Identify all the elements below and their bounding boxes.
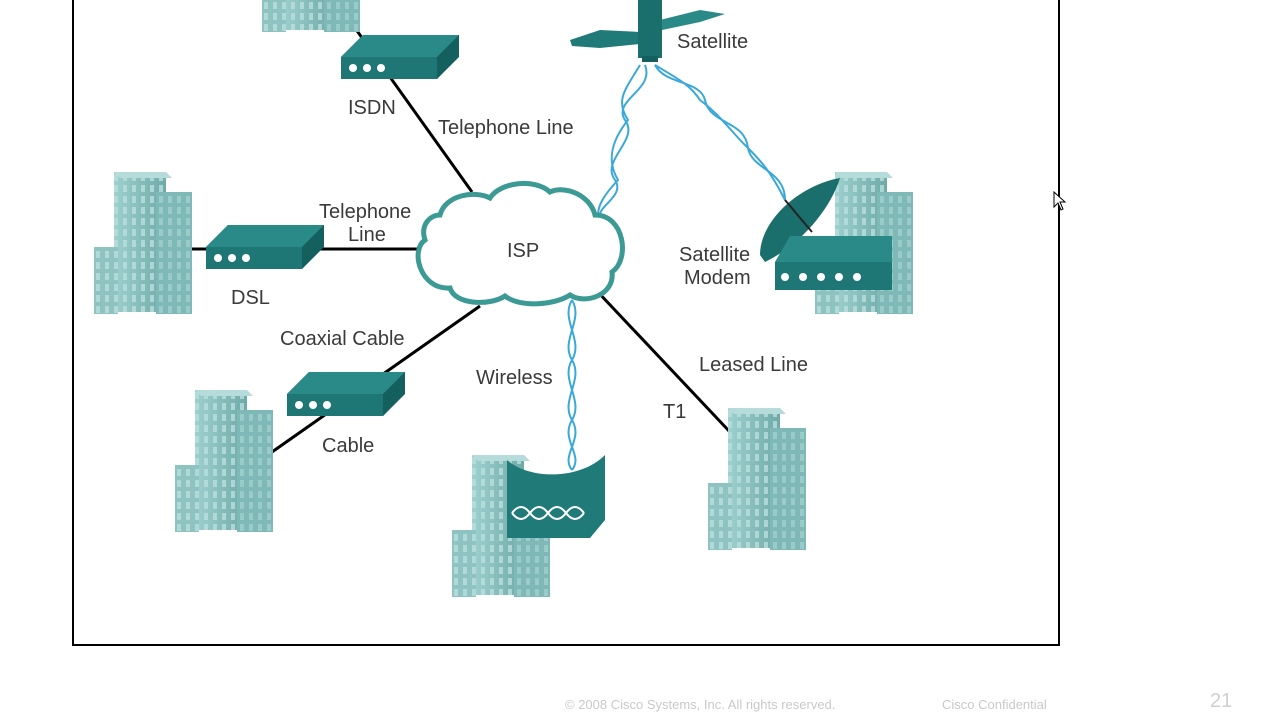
leased-link <box>594 288 732 434</box>
page-number: 21 <box>1210 690 1233 712</box>
satellite-modem-label-1: Satellite <box>679 244 750 266</box>
isdn-modem-icon <box>341 35 459 79</box>
coax-medium-label: Coaxial Cable <box>280 328 405 350</box>
satellite-label: Satellite <box>677 31 748 53</box>
dsl-medium-label-2: Line <box>348 224 386 246</box>
isdn-label: ISDN <box>348 97 396 119</box>
wireless-link-isp-wireless <box>567 299 577 471</box>
wireless-link-satellite-isp <box>597 64 648 216</box>
satellite-modem-icon <box>775 236 892 290</box>
satellite-dish-icon <box>760 178 840 262</box>
isdn-medium-label: Telephone Line <box>438 117 574 139</box>
dsl-label: DSL <box>231 287 270 309</box>
building-dsl <box>94 172 192 314</box>
satellite-modem-label-2: Modem <box>684 267 751 289</box>
dsl-medium-label-1: Telephone <box>319 201 411 223</box>
cable-label: Cable <box>322 435 374 457</box>
satellite-icon <box>570 0 725 62</box>
building-isdn <box>262 0 360 32</box>
wireless-bridge-icon <box>507 455 605 538</box>
wireless-label: Wireless <box>476 367 553 389</box>
wireless-link-satellite-modem <box>654 64 786 201</box>
isp-label: ISP <box>507 240 539 262</box>
building-cable <box>175 390 273 532</box>
dsl-modem-icon <box>206 225 324 269</box>
t1-label: T1 <box>663 401 686 423</box>
footer-confidential: Cisco Confidential <box>942 697 1047 712</box>
isp-cloud <box>415 180 625 307</box>
cable-modem-icon <box>287 372 405 416</box>
mouse-pointer-icon <box>1053 190 1067 216</box>
building-t1 <box>708 408 806 550</box>
footer-copyright: © 2008 Cisco Systems, Inc. All rights re… <box>565 697 836 712</box>
slide-frame <box>72 0 1060 646</box>
leased-medium-label: Leased Line <box>699 354 808 376</box>
